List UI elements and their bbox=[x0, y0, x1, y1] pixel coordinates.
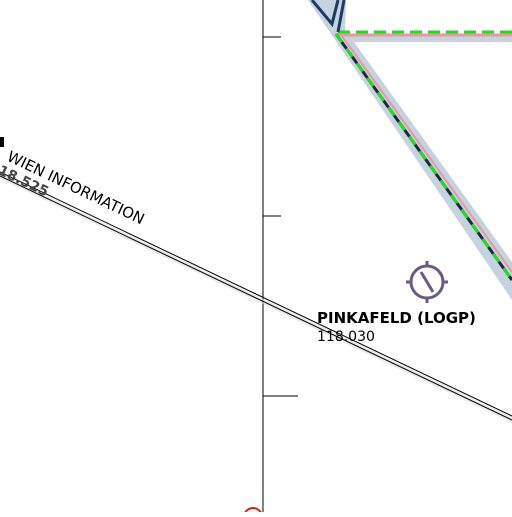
reporting-point-icon[interactable] bbox=[243, 507, 263, 517]
aerodrome-frequency: 118.030 bbox=[317, 329, 375, 345]
boundary-line-pink-diag bbox=[341, 35, 512, 273]
route-line bbox=[0, 171, 512, 417]
aerodrome-name[interactable]: PINKAFELD (LOGP) bbox=[317, 309, 476, 327]
airspace-outline-navy-seg bbox=[336, 0, 346, 33]
airfield-symbol-icon[interactable] bbox=[406, 261, 448, 303]
frequency-box-marker bbox=[0, 137, 4, 147]
airspace-border-band bbox=[308, 0, 512, 300]
route-line-parallel bbox=[0, 175, 512, 421]
boundary-line-green-diag bbox=[334, 33, 512, 281]
airspace-outline-navy bbox=[310, 0, 340, 28]
